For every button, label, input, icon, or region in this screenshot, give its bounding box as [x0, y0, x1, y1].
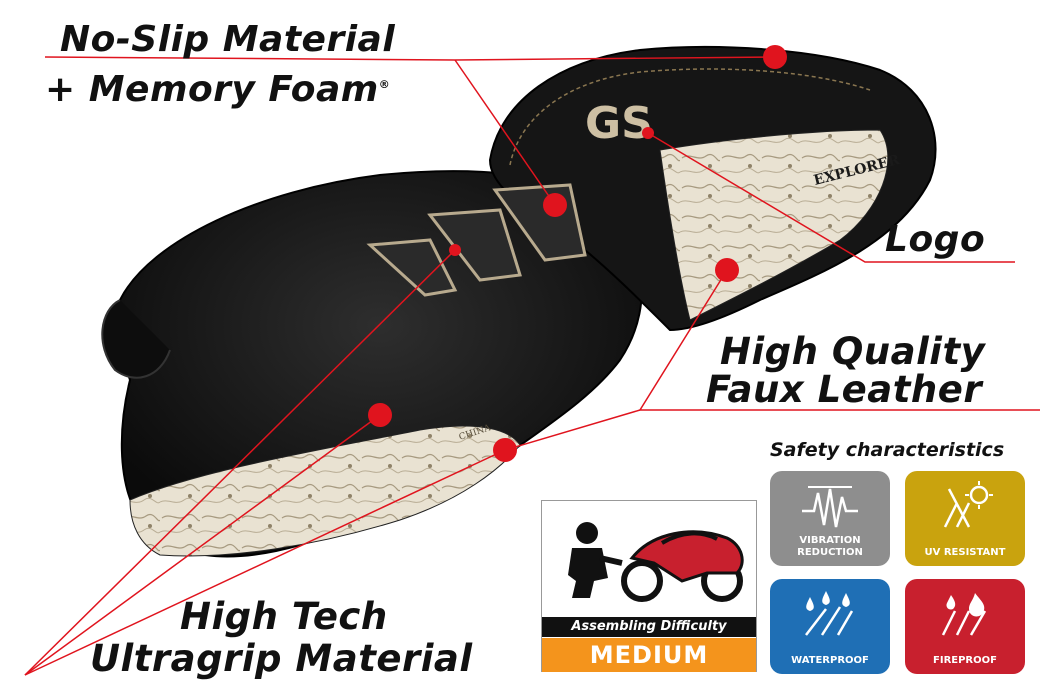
fireproof-tile: FIREPROOF [905, 579, 1025, 674]
water-drops-icon [805, 591, 854, 636]
uv-sun-icon [943, 481, 993, 528]
high-tech-label: High Tech [180, 595, 388, 638]
fireproof-label: FIREPROOF [933, 654, 997, 666]
waterproof-label: WATERPROOF [791, 654, 869, 666]
mechanic-motorcycle-icon [568, 522, 744, 602]
ultragrip-label: Ultragrip Material [90, 637, 473, 680]
vibration-reduction-label: VIBRATION REDUCTION [797, 535, 863, 558]
logo-label: Logo [885, 219, 986, 260]
uv-resistant-label: UV RESISTANT [924, 546, 1006, 558]
registered-mark: ® [378, 78, 391, 91]
no-slip-label: No-Slip Material [60, 19, 396, 60]
memory-foam-text: + Memory Foam [45, 69, 379, 110]
callout-lines [24, 56, 1040, 676]
faux-leather-label: Faux Leather [706, 368, 983, 411]
assembly-caption: Assembling Difficulty [542, 617, 756, 637]
safety-title: Safety characteristics [770, 439, 1005, 461]
waterproof-tile: WATERPROOF [770, 579, 890, 674]
w-chevron-motif [366, 183, 587, 297]
map-panel-front [129, 425, 521, 557]
assembly-level: MEDIUM [542, 638, 756, 672]
assembly-difficulty-badge: Assembling Difficulty MEDIUM [541, 500, 757, 672]
callout-dots [368, 45, 787, 462]
vibration-reduction-tile: VIBRATION REDUCTION [770, 471, 890, 566]
fire-icon [941, 593, 987, 636]
uv-resistant-tile: UV RESISTANT [905, 471, 1025, 566]
seat-logo: GS [585, 98, 653, 149]
high-quality-label: High Quality [720, 330, 986, 373]
vibration-icon [802, 486, 858, 528]
memory-foam-label: + Memory Foam® [45, 72, 390, 108]
